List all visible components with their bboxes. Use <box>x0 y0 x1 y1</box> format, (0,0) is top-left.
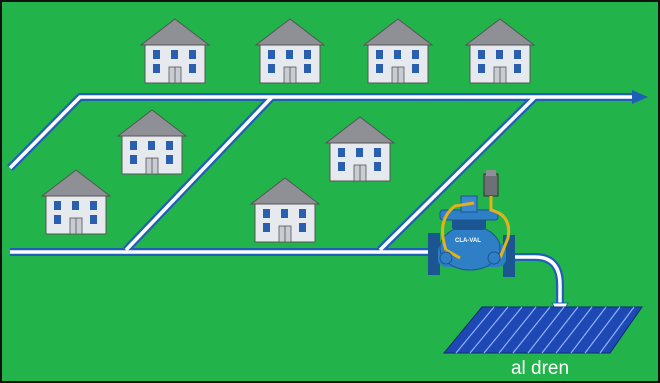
valve-label: CLA-VAL <box>455 238 481 244</box>
drain-label: al dren <box>510 358 570 379</box>
flow-arrow-icon <box>632 90 648 104</box>
pipe-network <box>7 90 648 319</box>
drain-field <box>442 306 643 354</box>
control-valve: CLA-VAL <box>428 170 515 277</box>
